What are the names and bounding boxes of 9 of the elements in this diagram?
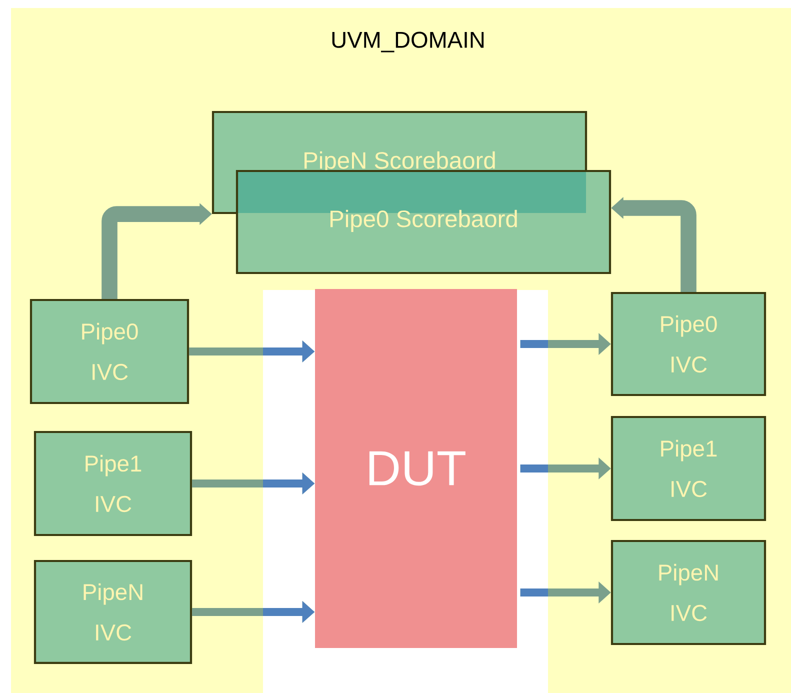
ivc-box: PipeN IVC [610, 540, 766, 646]
scoreboard-box: Pipe0 Scorebaord [236, 170, 612, 274]
ivc-box: Pipe1 IVC [610, 416, 766, 522]
title: UVM_DOMAIN [332, 32, 484, 52]
ivc-box: Pipe0 IVC [610, 292, 766, 396]
ivc-box: PipeN IVC [34, 560, 192, 664]
ivc-box: Pipe0 IVC [30, 298, 190, 404]
ivc-box: Pipe1 IVC [34, 430, 192, 536]
dut-box: DUT [315, 289, 517, 648]
